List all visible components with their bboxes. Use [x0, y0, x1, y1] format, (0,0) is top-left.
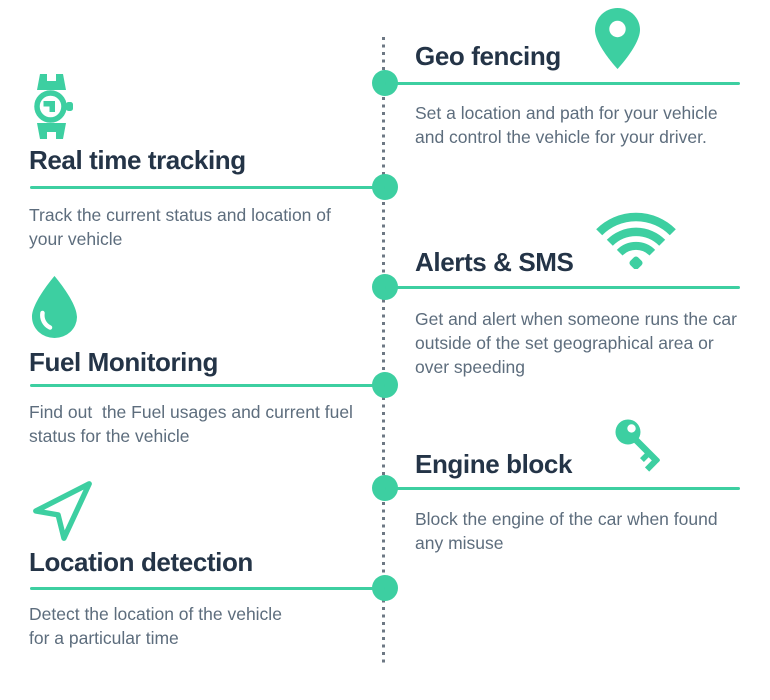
feature-title-alerts-sms: Alerts & SMS — [415, 247, 574, 277]
timeline-dotted-line — [382, 37, 385, 667]
feature-title-real-time-tracking: Real time tracking — [29, 145, 246, 175]
feature-description-location-detection: Detect the location of the vehicle for a… — [29, 604, 282, 648]
feature-description-real-time-tracking: Track the current status and location of… — [29, 205, 331, 249]
navigation-arrow-icon — [27, 476, 97, 546]
connector-line — [30, 586, 385, 590]
watch-icon — [30, 74, 73, 139]
feature-description-engine-block: Block the engine of the car when found a… — [415, 509, 718, 553]
feature-title-fuel-monitoring: Fuel Monitoring — [29, 347, 218, 377]
feature-title-location-detection: Location detection — [29, 547, 253, 577]
connector-line — [30, 185, 385, 189]
fuel-drop-icon — [31, 275, 78, 338]
connector-line — [385, 81, 740, 85]
connector-line — [385, 486, 740, 490]
feature-description-alerts-sms: Get and alert when someone runs the car … — [415, 309, 737, 377]
map-pin-icon — [595, 8, 640, 69]
feature-description-fuel-monitoring: Find out the Fuel usages and current fue… — [29, 402, 353, 446]
wifi-icon — [596, 211, 676, 269]
feature-title-geo-fencing: Geo fencing — [415, 41, 561, 71]
feature-description-geo-fencing: Set a location and path for your vehicle… — [415, 103, 718, 147]
feature-title-engine-block: Engine block — [415, 449, 573, 479]
connector-line — [385, 285, 740, 289]
connector-line — [30, 383, 385, 387]
key-icon — [610, 414, 670, 474]
